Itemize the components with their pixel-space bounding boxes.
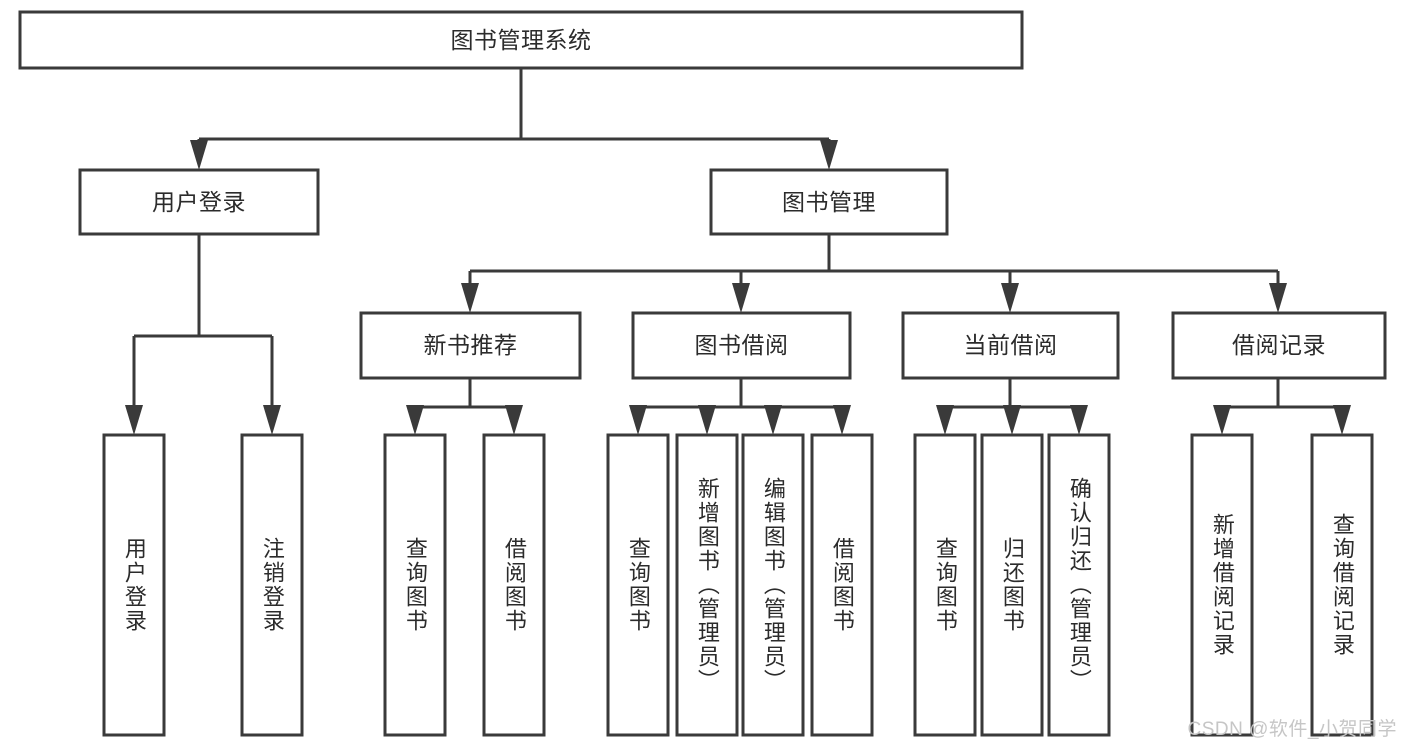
arrow-head-icon <box>1003 405 1021 435</box>
arrow-head-icon <box>461 283 479 313</box>
arrow-head-icon <box>406 405 424 435</box>
node-box-borrow-record[interactable] <box>1171 311 1387 380</box>
arrow-head-icon <box>505 405 523 435</box>
node-box-leaf-return-book[interactable] <box>980 433 1044 737</box>
arrow-head-icon <box>629 405 647 435</box>
node-box-leaf-borrow-book-rec[interactable] <box>482 433 546 737</box>
connectors-layer <box>125 68 1351 435</box>
arrow-head-icon <box>263 405 281 435</box>
arrow-head-icon <box>698 405 716 435</box>
node-box-leaf-user-login[interactable] <box>102 433 166 737</box>
arrow-head-icon <box>1333 405 1351 435</box>
node-box-leaf-query-book-current[interactable] <box>913 433 977 737</box>
node-box-user-login[interactable] <box>78 168 320 236</box>
node-box-leaf-confirm-return[interactable] <box>1047 433 1111 737</box>
node-box-book-borrow[interactable] <box>631 311 852 380</box>
node-box-leaf-add-book[interactable] <box>675 433 739 737</box>
node-box-leaf-query-book-rec[interactable] <box>383 433 447 737</box>
arrow-head-icon <box>1070 405 1088 435</box>
node-box-new-book-recommend[interactable] <box>359 311 582 380</box>
arrow-head-icon <box>125 405 143 435</box>
node-box-current-borrow[interactable] <box>901 311 1120 380</box>
node-box-leaf-add-record[interactable] <box>1190 433 1254 737</box>
node-box-leaf-query-record[interactable] <box>1310 433 1374 737</box>
node-box-leaf-borrow-book[interactable] <box>810 433 874 737</box>
arrow-head-icon <box>1269 283 1287 313</box>
arrow-head-icon <box>764 405 782 435</box>
nodes-layer <box>18 10 1387 737</box>
arrow-head-icon <box>1001 283 1019 313</box>
node-box-root[interactable] <box>18 10 1024 70</box>
arrow-head-icon <box>936 405 954 435</box>
arrow-head-icon <box>820 140 838 170</box>
node-box-leaf-logout[interactable] <box>240 433 304 737</box>
node-box-book-manage[interactable] <box>709 168 949 236</box>
watermark: CSDN @软件_小贺同学 <box>1187 719 1397 740</box>
node-box-leaf-edit-book[interactable] <box>741 433 805 737</box>
arrow-head-icon <box>732 283 750 313</box>
arrow-head-icon <box>833 405 851 435</box>
node-box-leaf-query-book-borrow[interactable] <box>606 433 670 737</box>
arrow-head-icon <box>1213 405 1231 435</box>
arrow-head-icon <box>190 140 208 170</box>
